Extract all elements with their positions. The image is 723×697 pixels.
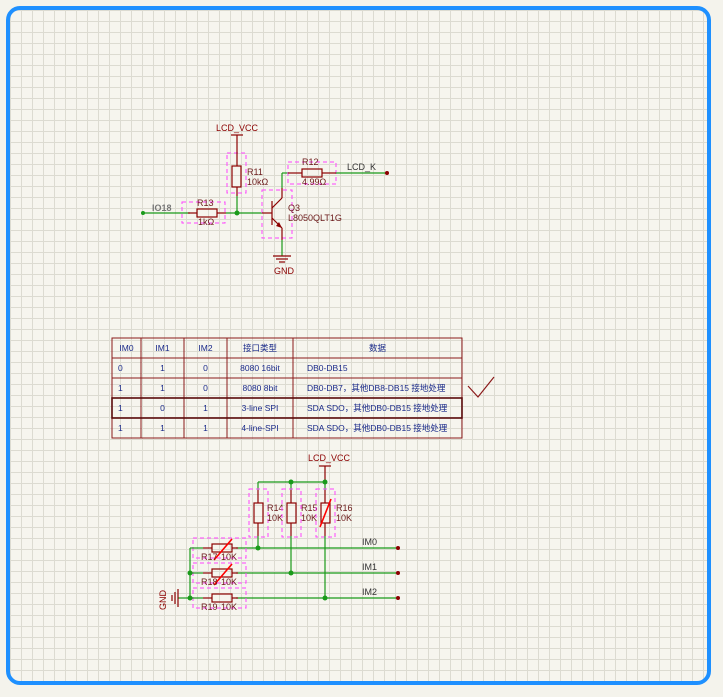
r16-value: 10K [336,513,352,523]
backlight-driver-circuit: LCD_VCC R11 10kΩ IO18 R13 1kΩ [141,123,389,276]
resistor-r17[interactable]: R17 10K [192,537,247,562]
resistor-r18[interactable]: R18 10K [192,562,247,587]
table-cell: 1 [203,403,208,413]
dnp-mark-icon [213,563,233,586]
im1-label: IM1 [362,562,377,572]
table-cell: DB0-DB15 [307,363,348,373]
table-cell: 1 [160,363,165,373]
table-header-cell: IM0 [119,343,133,353]
lcd-k-label: LCD_K [347,162,376,172]
io18-label: IO18 [152,203,172,213]
net-io18[interactable]: IO18 [141,203,190,215]
q3-part: L8050QLT1G [288,213,342,223]
table-header-cell: 数据 [369,343,387,353]
table-cell: 3-line SPI [242,403,279,413]
im2-label: IM2 [362,587,377,597]
table-cell: 1 [118,403,123,413]
table-cell: SDA SDO，其他DB0-DB15 接地处理 [307,403,448,413]
table-cell: SDA SDO，其他DB0-DB15 接地处理 [307,423,448,433]
r15-ref: R15 [301,503,318,513]
power-port-lcd-vcc-2[interactable]: LCD_VCC [308,453,351,480]
table-cell: 1 [118,383,123,393]
ground-symbol-1[interactable]: GND [273,240,295,276]
r19-value: 10K [221,602,237,612]
resistor-r11[interactable]: R11 10kΩ [226,152,269,196]
table-cell: 4-line-SPI [241,423,278,433]
resistor-r16[interactable]: R16 10K [315,488,353,538]
table-row: 1 1 1 4-line-SPI SDA SDO，其他DB0-DB15 接地处理 [118,423,448,433]
table-cell: 0 [160,403,165,413]
dnp-mark-icon [213,538,233,561]
table-cell: 1 [160,423,165,433]
r18-value: 10K [221,577,237,587]
q3-ref: Q3 [288,203,300,213]
net-im0[interactable]: IM0 [236,537,400,551]
table-row: 1 1 0 8080 8bit DB0-DB7，其他DB8-DB15 接地处理 [118,383,446,393]
im-strap-circuit: LCD_VCC R14 10K R15 10K [158,453,400,612]
table-cell: DB0-DB7，其他DB8-DB15 接地处理 [307,383,446,393]
table-body: 0 1 0 8080 16bit DB0-DB15 1 1 0 8080 8bit DB0-DB7… [118,363,448,433]
dnp-mark-icon [319,498,332,528]
ground-symbol-2[interactable]: GND [158,589,179,611]
checkmark-icon [467,376,495,398]
r11-ref: R11 [247,167,263,177]
power-port-lcd-vcc-1[interactable]: LCD_VCC [216,123,259,152]
table-row: 0 1 0 8080 16bit DB0-DB15 [118,363,348,373]
r17-value: 10K [221,552,237,562]
r12-value: 4.99Ω [302,177,327,187]
r16-ref: R16 [336,503,353,513]
r18-ref: R18 [201,577,218,587]
r19-ref: R19 [201,602,218,612]
resistor-r14[interactable]: R14 10K [248,488,284,538]
table-header-cell: 接口类型 [243,343,278,353]
net-im1[interactable]: IM1 [236,562,400,576]
table-cell: 1 [203,423,208,433]
table-header-cell: IM1 [155,343,169,353]
table-header-row: IM0 IM1 IM2 接口类型 数据 [119,343,386,353]
table-cell: 1 [118,423,123,433]
table-row: 1 0 1 3-line SPI SDA SDO，其他DB0-DB15 接地处理 [118,403,448,413]
r14-ref: R14 [267,503,284,513]
power-label-2: LCD_VCC [308,453,351,463]
transistor-q3[interactable]: Q3 L8050QLT1G [261,188,342,240]
net-lcd-k[interactable]: LCD_K [336,162,389,175]
r15-value: 10K [301,513,317,523]
r17-ref: R17 [201,552,218,562]
im0-label: IM0 [362,537,377,547]
r11-value: 10kΩ [247,177,269,187]
resistor-r13[interactable]: R13 1kΩ [181,198,226,227]
table-cell: 0 [118,363,123,373]
table-cell: 0 [203,363,208,373]
r14-value: 10K [267,513,283,523]
resistor-r15[interactable]: R15 10K [281,488,318,538]
resistor-r19[interactable]: R19 10K [192,587,247,612]
table-cell: 0 [203,383,208,393]
schematic-canvas[interactable] [6,6,711,685]
table-header-cell: IM2 [198,343,212,353]
r13-value: 1kΩ [198,217,215,227]
table-cell: 8080 16bit [240,363,280,373]
power-label: LCD_VCC [216,123,259,133]
net-im2[interactable]: IM2 [236,587,400,601]
resistor-r12[interactable]: R12 4.99Ω [287,157,337,187]
gnd-label-2: GND [158,590,168,611]
r12-ref: R12 [302,157,319,167]
table-cell: 1 [160,383,165,393]
table-cell: 8080 8bit [243,383,279,393]
gnd-label-1: GND [274,266,295,276]
r13-ref: R13 [197,198,214,208]
